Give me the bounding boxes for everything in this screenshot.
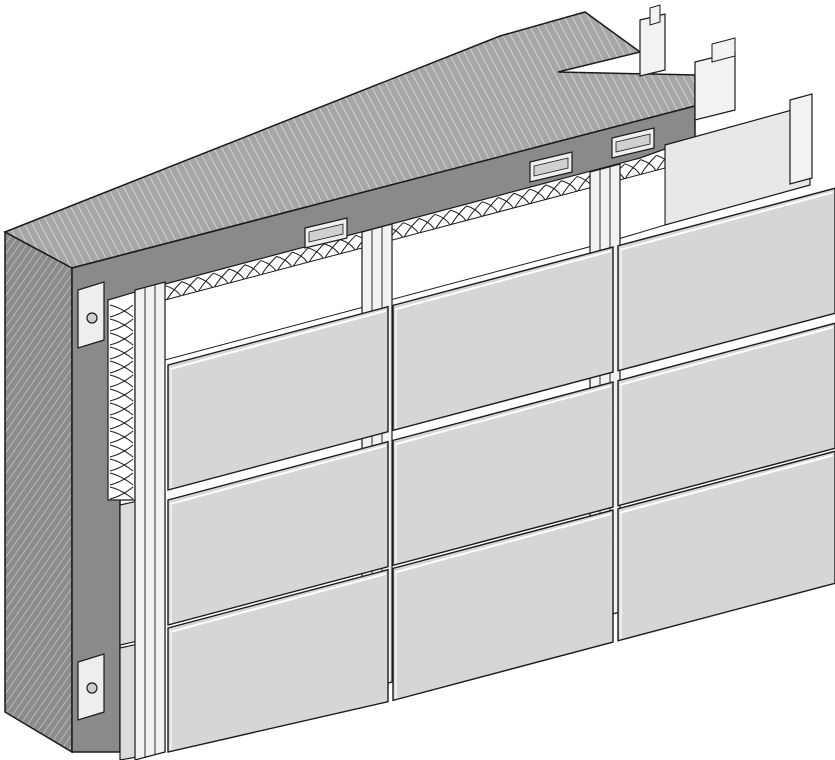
facade-panel bbox=[167, 440, 389, 626]
facade-panel bbox=[617, 187, 835, 372]
facade-panel bbox=[167, 305, 389, 491]
facade-panel-icon bbox=[167, 187, 835, 753]
facade-panel bbox=[167, 568, 389, 753]
wall-left-section bbox=[4, 230, 73, 754]
anchor-bolt-icon bbox=[86, 682, 98, 694]
anchor-bolt-icon bbox=[86, 312, 98, 324]
facade-panel bbox=[392, 246, 614, 432]
facade-panel bbox=[392, 381, 614, 567]
rail-clip-icon bbox=[304, 127, 655, 249]
upper-right-brackets bbox=[639, 4, 813, 185]
wall-bracket-icon bbox=[77, 281, 105, 721]
facade-panel bbox=[617, 322, 835, 507]
